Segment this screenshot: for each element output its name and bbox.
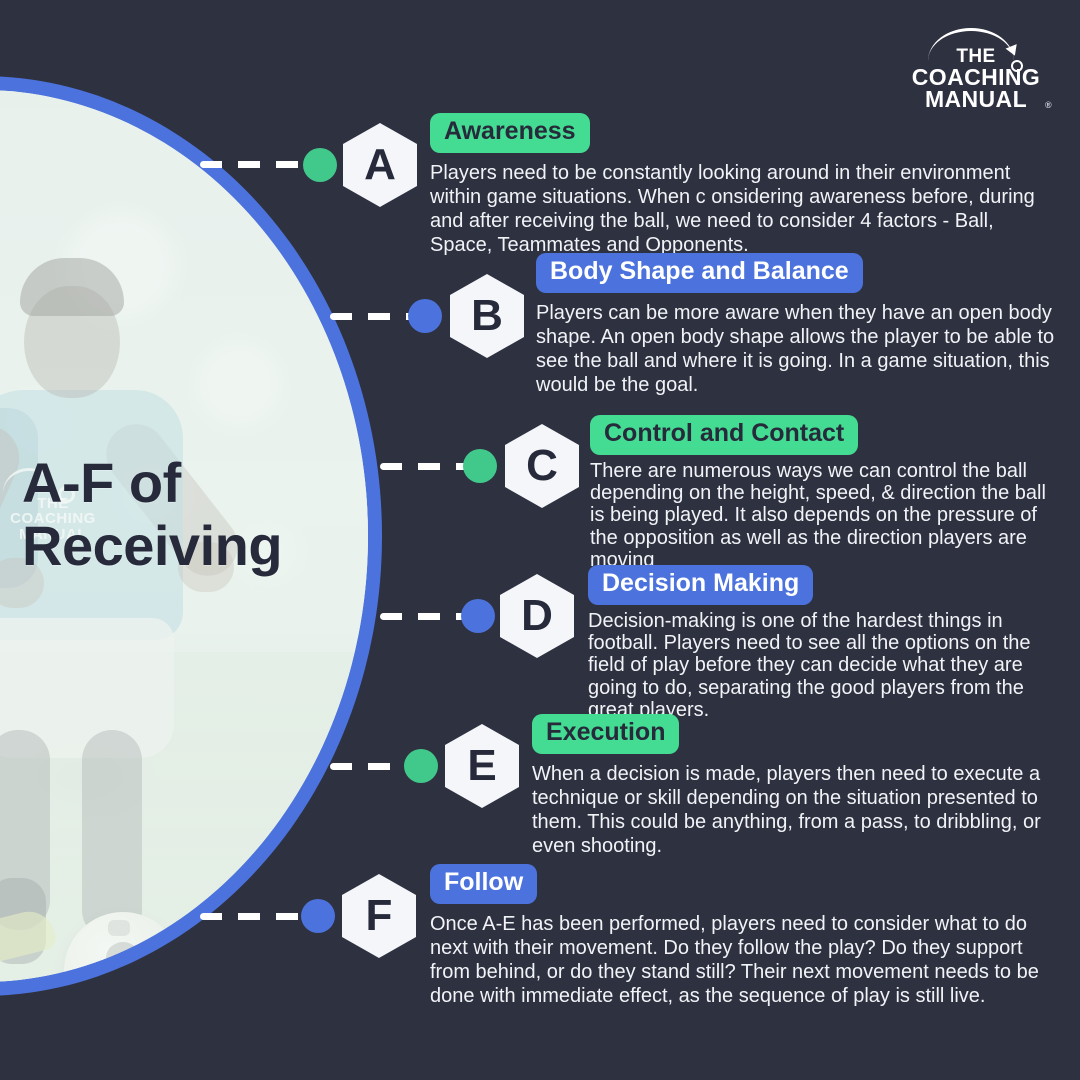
step-heading-d: Decision Making (588, 565, 814, 605)
step-body-f: Once A-E has been performed, players nee… (430, 912, 1039, 1007)
training-photo: THE COACHING MANUAL (0, 90, 368, 982)
photo-circle-panel: THE COACHING MANUAL (0, 76, 382, 996)
connector-dashes-e (330, 763, 410, 770)
step-content-a: Awareness Players need to be constantly … (430, 113, 1055, 257)
connector-dot-a (303, 148, 337, 182)
connector-dot-f (301, 899, 335, 933)
connector-dot-c (463, 449, 497, 483)
connector-dashes-d (380, 613, 472, 620)
step-body-d: Decision-making is one of the hardest th… (588, 609, 1031, 722)
connector-dashes-f (200, 913, 305, 920)
step-letter-a: A (364, 140, 396, 189)
step-body-b: Players can be more aware when they have… (536, 301, 1055, 396)
connector-dot-b (408, 299, 442, 333)
step-letter-e: E (467, 741, 497, 790)
step-letter-d: D (521, 591, 553, 640)
step-letter-b: B (471, 291, 503, 340)
logo-swoosh-icon (928, 28, 1014, 61)
connector-dashes-b (330, 313, 432, 320)
page-title: A-F of Receiving (22, 451, 283, 577)
step-content-c: Control and Contact There are numerous w… (590, 415, 1060, 571)
logo-line-the: THE (956, 46, 996, 67)
connector-dot-e (404, 749, 438, 783)
step-badge-b: B (450, 274, 524, 358)
step-body-a: Players need to be constantly looking ar… (430, 161, 1035, 256)
step-badge-f: F (342, 874, 416, 958)
page-title-line2: Receiving (22, 513, 283, 577)
step-heading-b: Body Shape and Balance (536, 253, 863, 293)
logo-ball-icon (1011, 60, 1023, 72)
brand-logo: THE COACHING MANUAL ® (906, 28, 1052, 113)
logo-line-coaching: COACHING (911, 64, 1041, 91)
step-heading-a: Awareness (430, 113, 590, 153)
step-content-e: Execution When a decision is made, playe… (532, 714, 1060, 858)
step-body-e: When a decision is made, players then ne… (532, 762, 1041, 857)
step-content-b: Body Shape and Balance Players can be mo… (536, 253, 1061, 397)
step-letter-f: F (365, 891, 393, 940)
step-badge-d: D (500, 574, 574, 658)
connector-dashes-c (380, 463, 475, 470)
photo-fade-overlay (0, 90, 368, 982)
step-heading-c: Control and Contact (590, 415, 859, 455)
registered-mark: ® (1044, 100, 1052, 111)
step-content-d: Decision Making Decision-making is one o… (588, 565, 1066, 721)
connector-dot-d (461, 599, 495, 633)
step-badge-c: C (505, 424, 579, 508)
photo-clip: THE COACHING MANUAL (0, 90, 368, 982)
connector-dashes-a (200, 161, 310, 168)
step-heading-f: Follow (430, 864, 538, 904)
step-badge-e: E (445, 724, 519, 808)
step-badge-a: A (343, 123, 417, 207)
logo-line-manual: MANUAL (924, 86, 1028, 113)
step-body-c: There are numerous ways we can control t… (590, 459, 1046, 572)
step-heading-e: Execution (532, 714, 680, 754)
step-letter-c: C (526, 441, 558, 490)
page-title-line1: A-F of (22, 451, 181, 514)
step-content-f: Follow Once A-E has been performed, play… (430, 864, 1060, 1008)
logo-wordmark: THE COACHING MANUAL ® (906, 30, 1052, 113)
